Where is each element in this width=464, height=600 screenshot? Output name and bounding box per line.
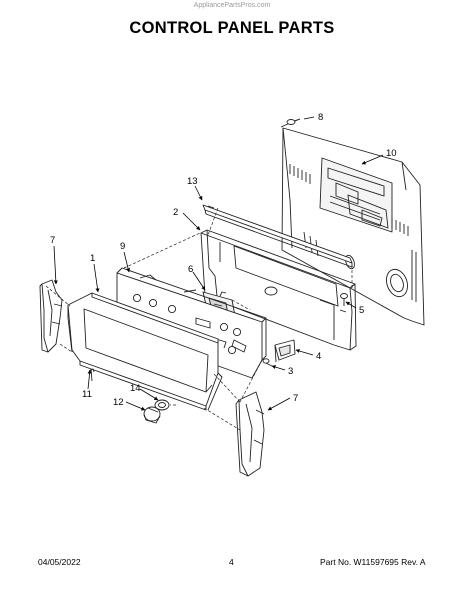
callout-1: 1 [90,253,95,264]
screw-part-8 [280,118,301,128]
switch-part-4 [274,339,296,363]
callout-3: 3 [288,366,293,377]
callout-4: 4 [316,351,321,362]
callout-7-right: 7 [293,393,298,404]
callout-13: 13 [187,176,198,187]
screw-part-5 [340,293,348,306]
right-end-cap-part [235,391,265,477]
control-panel-trim-part [67,292,223,411]
callout-labels: 8 10 13 2 7 9 1 6 5 4 3 7 11 14 12 [50,112,397,408]
mounting-bracket-part [200,229,357,351]
footer-page-number: 4 [229,557,234,567]
callout-11: 11 [82,389,92,400]
callout-12: 12 [113,397,124,408]
callout-7-left: 7 [50,235,55,246]
callout-10: 10 [386,148,397,159]
left-end-cap-part [39,279,63,353]
knob-part-12 [143,406,161,424]
callout-14: 14 [130,383,141,394]
assembly-guide-lines [45,207,353,431]
page-title: CONTROL PANEL PARTS [129,19,335,37]
rear-control-cover-part [281,127,425,326]
callout-9: 9 [120,241,125,252]
footer-date: 04/05/2022 [38,557,81,567]
callout-5: 5 [359,305,364,316]
screw-part-3 [262,358,273,367]
knob-insert-part-14 [154,399,170,411]
callout-leaders [53,116,384,411]
footer-part-number: Part No. W11597695 Rev. A [320,557,426,567]
callout-8: 8 [318,112,323,123]
callout-2: 2 [173,207,178,218]
watermark: AppliancePartsPros.com [193,2,271,9]
callout-6: 6 [188,264,193,275]
